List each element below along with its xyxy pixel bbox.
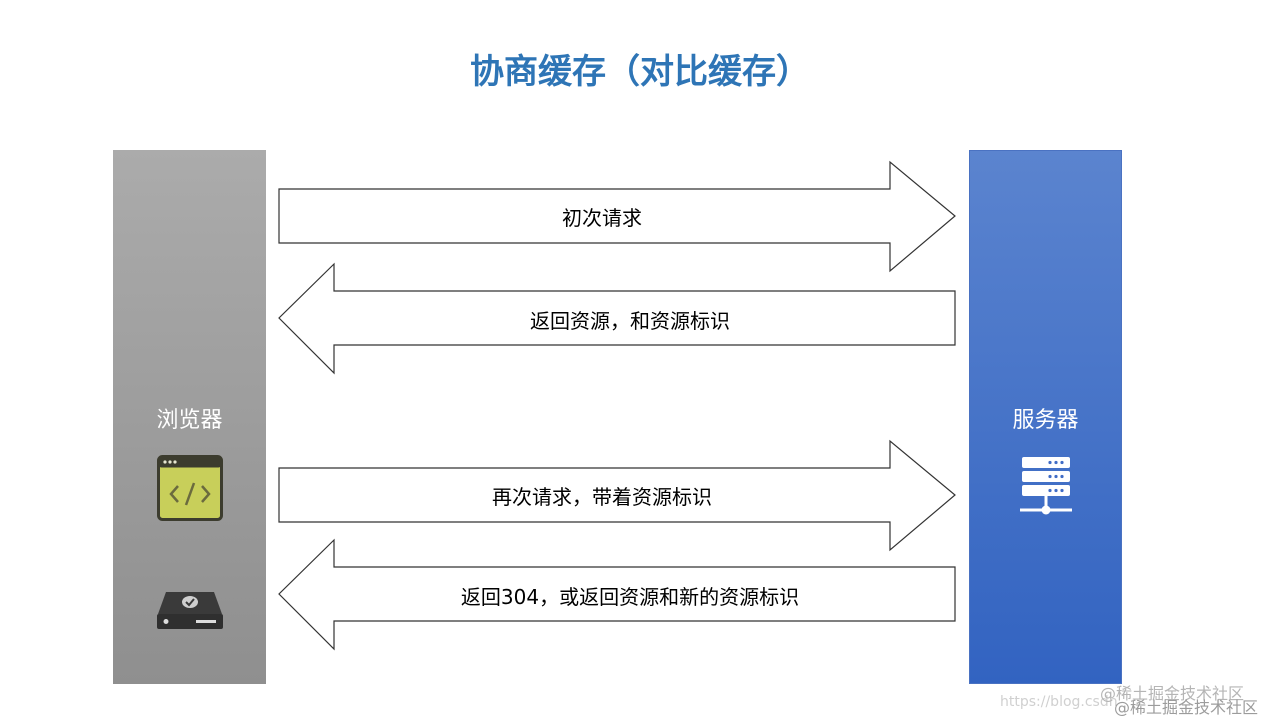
arrow-label-second-request: 再次请求，带着资源标识 xyxy=(492,485,712,509)
arrow-label-return-resource: 返回资源，和资源标识 xyxy=(530,309,730,333)
arrow-right-second-request xyxy=(278,439,956,552)
arrow-left-return-304 xyxy=(278,538,956,651)
arrow-label-return-304: 返回304，或返回资源和新的资源标识 xyxy=(460,585,800,609)
server-column xyxy=(969,150,1122,684)
page-title: 协商缓存（对比缓存） xyxy=(470,52,810,92)
code-window-icon xyxy=(157,455,223,521)
server-label: 服务器 xyxy=(1012,408,1079,433)
arrow-left-return-resource xyxy=(278,262,956,375)
arrow-label-initial-request: 初次请求 xyxy=(562,206,642,230)
watermark-brand-shadow: @稀土掘金技术社区 xyxy=(1114,698,1259,717)
server-rack-icon xyxy=(1020,457,1072,515)
watermark-url: https://blog.csdn xyxy=(1000,694,1118,710)
watermark-brand: @稀土掘金技术社区 xyxy=(1100,684,1245,703)
browser-label: 浏览器 xyxy=(156,408,223,433)
hard-drive-icon xyxy=(157,592,223,629)
arrow-right-initial-request xyxy=(278,160,956,273)
